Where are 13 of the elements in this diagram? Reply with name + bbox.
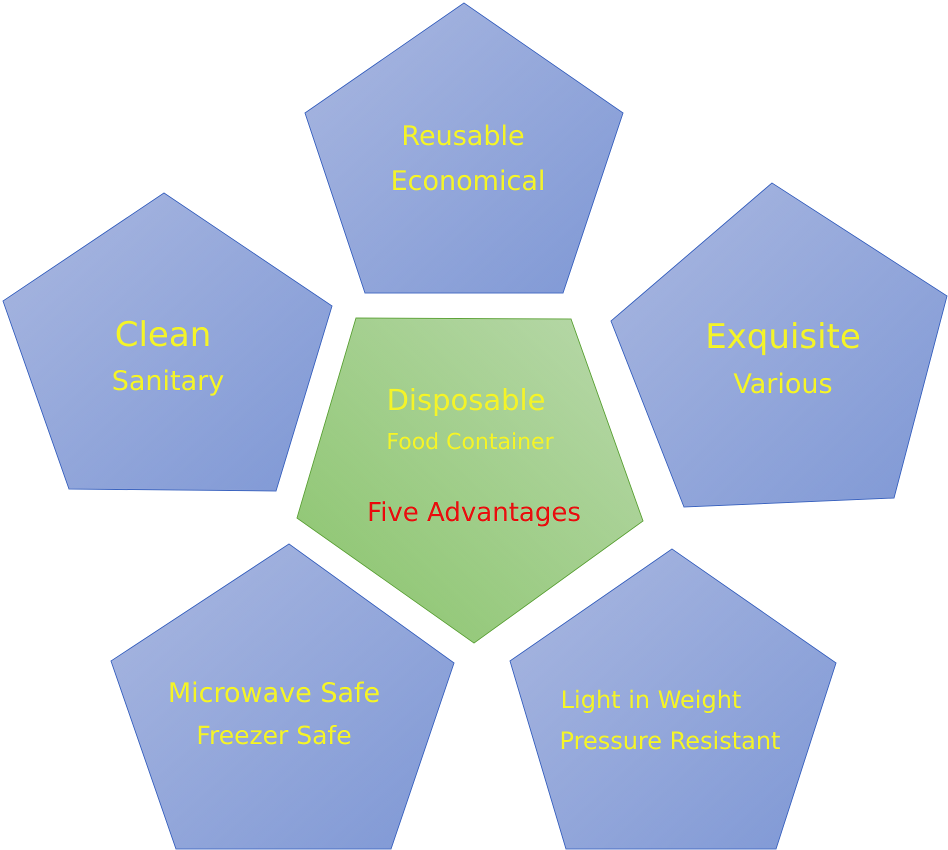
body-text: Economical: [390, 166, 546, 197]
heading-text: Clean: [114, 316, 212, 355]
body-text: Various: [733, 368, 833, 400]
heading-text: Microwave Safe: [168, 678, 380, 709]
body-text: Sanitary: [112, 366, 224, 397]
body-text: Five Advantages: [367, 499, 581, 530]
heading-text: Reusable: [401, 120, 525, 152]
heading-text: Disposable: [386, 384, 546, 417]
body-text: Pressure Resistant: [560, 728, 780, 756]
heading-text: Light in Weight: [560, 686, 742, 714]
body-text: Freezer Safe: [196, 722, 352, 751]
body-text: Food Container: [386, 430, 554, 456]
heading-text: Exquisite: [705, 318, 861, 357]
